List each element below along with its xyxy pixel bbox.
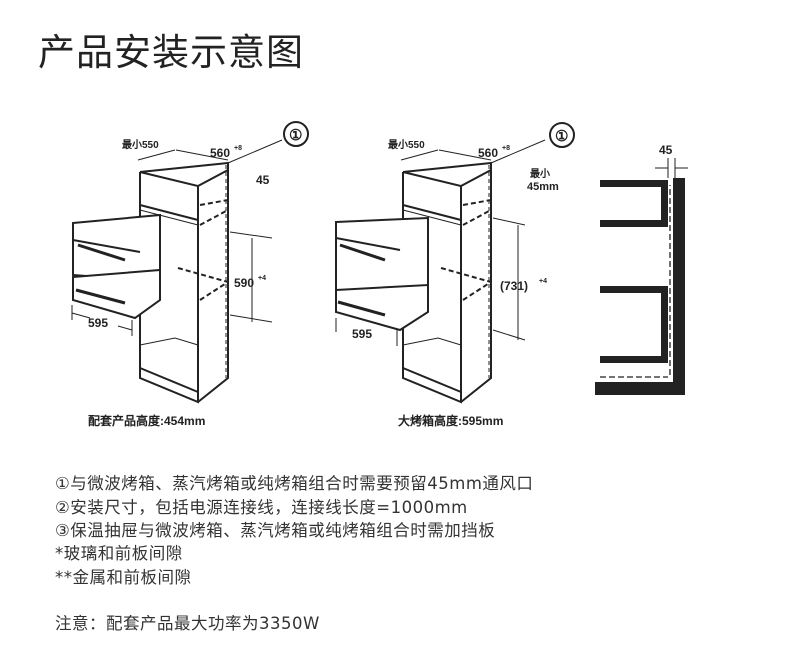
width-label: 560: [478, 146, 498, 160]
page-title: 产品安装示意图: [38, 31, 304, 74]
width-tolerance: +8: [502, 145, 510, 152]
note-5: **金属和前板间隙: [55, 568, 192, 587]
gap-label-line2: 45mm: [527, 181, 559, 193]
height-label: 590: [234, 276, 254, 290]
height-label: (731): [500, 279, 528, 293]
front-width-label: 595: [88, 316, 108, 330]
right-cabinet-drawing: 最小550 560 +8 最小 45mm (731) +4 595 ① 大烤箱高…: [335, 122, 575, 428]
note-1: ①与微波烤箱、蒸汽烤箱或纯烤箱组合时需要预留45mm通风口: [55, 474, 534, 493]
airflow-gap-label: 45: [659, 143, 673, 157]
gap-label: 45: [256, 173, 270, 187]
gap-label-line1: 最小: [530, 167, 550, 180]
note-2: ②安装尺寸，包括电源连接线，连接线长度=1000mm: [55, 498, 468, 517]
airflow-section-drawing: 45: [595, 143, 688, 395]
width-tolerance: +8: [234, 145, 242, 152]
front-width-label: 595: [352, 327, 372, 341]
width-label: 560: [210, 146, 230, 160]
height-tolerance: +4: [539, 278, 547, 285]
height-tolerance: +4: [258, 275, 266, 282]
footer-note: 注意：配套产品最大功率为3350W: [55, 614, 320, 633]
min-depth-label: 最小550: [122, 138, 159, 151]
callout-1: ①: [289, 127, 302, 144]
caption-left: 配套产品高度:454mm: [88, 413, 205, 428]
caption-right: 大烤箱高度:595mm: [398, 413, 503, 428]
left-cabinet-drawing: 最小550 560 +8 45 590 +4 595 ① 配套产品高度:454m…: [71, 121, 309, 428]
callout-1: ①: [555, 128, 568, 145]
min-depth-label: 最小550: [388, 138, 425, 151]
note-4: *玻璃和前板间隙: [55, 544, 183, 563]
note-3: ③保温抽屉与微波烤箱、蒸汽烤箱或纯烤箱组合时需加挡板: [55, 521, 496, 540]
